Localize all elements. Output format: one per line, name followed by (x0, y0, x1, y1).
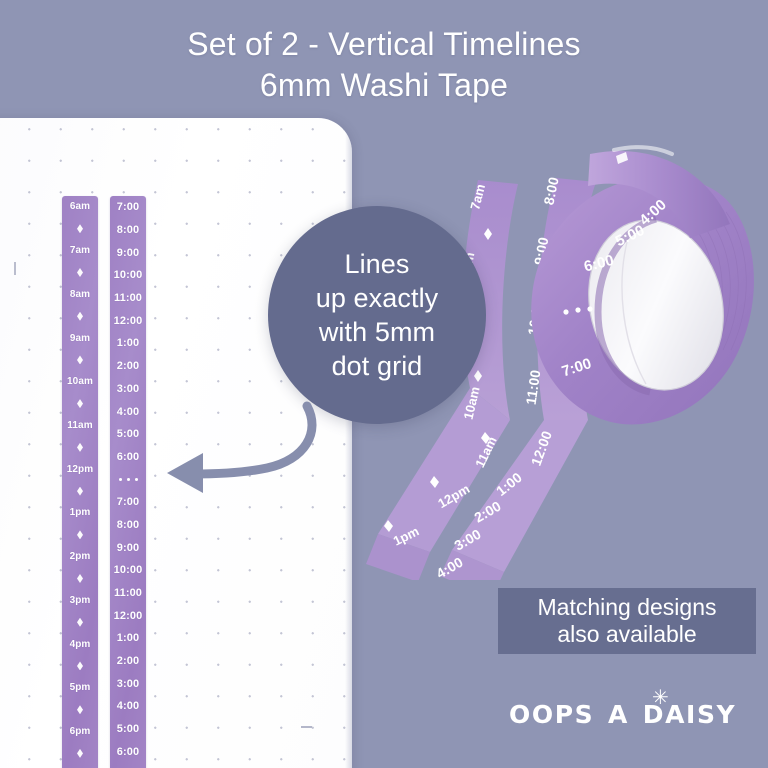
washi-cell-number: 8:00 (116, 224, 140, 237)
washi-cell-number: 7:00 (116, 496, 140, 509)
washi-cell-number: 2:00 (116, 655, 140, 668)
washi-cell-diamond (62, 218, 98, 240)
svg-text:7am: 7am (467, 182, 488, 211)
washi-cell-label: 1pm (69, 507, 91, 519)
curved-arrow-icon (155, 398, 345, 502)
dot-grid (0, 118, 352, 768)
washi-cell-label: 7pm (62, 764, 98, 768)
washi-cell-label: 10am (67, 376, 93, 388)
callout-badge: Lines up exactly with 5mm dot grid (268, 206, 486, 424)
diamond-icon (77, 748, 83, 758)
washi-cell-diamond (62, 393, 98, 415)
washi-cell-label: 6am (69, 201, 91, 213)
washi-cell-diamond (62, 436, 98, 458)
page-title: Set of 2 - Vertical Timelines 6mm Washi … (0, 0, 768, 106)
svg-text:6:00: 6:00 (582, 252, 615, 276)
svg-text:8:00: 8:00 (540, 175, 562, 206)
brand-logo: Oops a Daisy ✳ (509, 687, 741, 739)
washi-cell-number: 8:00 (116, 518, 140, 531)
washi-cell-diamond (62, 262, 98, 284)
washi-cell-diamond (62, 742, 98, 764)
washi-cell-diamond (62, 524, 98, 546)
washi-cell-number: 7:00 (116, 201, 140, 214)
washi-cell-label: 3pm (69, 594, 91, 606)
washi-cell-diamond (62, 480, 98, 502)
washi-cell-number: 4:00 (116, 405, 140, 418)
banner-line-1: Matching designs (537, 594, 717, 621)
washi-cell-label: 9am (69, 332, 91, 344)
diamond-icon (77, 530, 83, 540)
washi-cell-diamond (62, 568, 98, 590)
washi-strip-clock: 7:00 8:00 9:00 10:00 11:00 12:00 1:00 2:00 3:00 4… (110, 196, 146, 768)
washi-cell-number: 11:00 (113, 292, 143, 305)
washi-cell-diamond (62, 699, 98, 721)
title-line-2: 6mm Washi Tape (259, 66, 509, 103)
diamond-icon (77, 224, 83, 234)
washi-cell-label: 5pm (69, 682, 91, 694)
page-dash-mark-right (301, 726, 312, 728)
washi-strip-ampm: 6am 7am 8am 9am 10am 11am 12pm 1pm 2pm 3pm 4pm 5pm 6… (62, 196, 98, 768)
washi-cell-number: 4:00 (116, 700, 140, 713)
washi-cell-number: 5:00 (116, 428, 140, 441)
washi-cell-number: 11:00 (113, 587, 143, 600)
washi-cell-label: 2pm (69, 551, 91, 563)
washi-cell-number: 12:00 (113, 609, 143, 622)
washi-cell-number: 3:00 (116, 677, 140, 690)
washi-cell-label: 8am (69, 288, 91, 300)
washi-cell-number: 1:00 (116, 337, 140, 350)
washi-cell-number: 10:00 (113, 564, 143, 577)
diamond-icon (77, 268, 83, 277)
diamond-icon (77, 486, 83, 496)
washi-cell-number: 9:00 (116, 246, 140, 259)
washi-cell-number: 6:00 (116, 450, 140, 463)
washi-cell-diamond (62, 305, 98, 327)
diamond-icon (77, 661, 83, 671)
diamond-icon (77, 617, 83, 627)
diamond-icon (77, 311, 83, 321)
diamond-icon (77, 399, 83, 409)
washi-cell-number: 1:00 (116, 632, 140, 645)
diamond-icon (77, 442, 83, 452)
banner-line-2: also available (557, 621, 697, 647)
washi-cell-label: 11am (67, 420, 93, 432)
callout-line-1: Lines (344, 248, 410, 279)
svg-text:10am: 10am (461, 385, 483, 421)
washi-cell-label: 12pm (66, 463, 94, 475)
matching-designs-banner: Matching designs also available (498, 588, 756, 654)
washi-cell-label: 6pm (69, 726, 91, 738)
washi-cell-number: 7:00 (110, 763, 146, 768)
ellipsis-icon (118, 478, 138, 482)
tape-roll: 4:00 5:00 6:00 7:00 (531, 145, 754, 425)
washi-cell-label: 4pm (69, 638, 91, 650)
diamond-icon (77, 574, 83, 584)
callout-line-4: dot grid (331, 351, 423, 382)
washi-cell-number: 3:00 (116, 382, 140, 395)
daisy-star-icon: ✳ (652, 687, 669, 709)
callout-line-3: with 5mm (318, 317, 436, 347)
brand-logo-text: Oops a Daisy (509, 692, 737, 732)
callout-line-2: up exactly (315, 282, 439, 313)
washi-cell-number: 2:00 (116, 360, 140, 373)
title-line-1: Set of 2 - Vertical Timelines (187, 26, 581, 62)
washi-cell-label: 7am (69, 245, 91, 257)
svg-text:11:00: 11:00 (523, 369, 544, 406)
notebook-page (0, 118, 352, 768)
washi-cell-number: 5:00 (116, 723, 140, 736)
washi-cell-diamond (62, 655, 98, 677)
diamond-icon (77, 355, 83, 365)
washi-cell-dots (110, 468, 146, 491)
page-tick-mark (14, 262, 16, 275)
washi-cell-number: 9:00 (116, 541, 140, 554)
washi-cell-number: 12:00 (113, 314, 143, 327)
washi-cell-diamond (62, 611, 98, 633)
washi-cell-diamond (62, 349, 98, 371)
washi-cell-number: 6:00 (116, 745, 140, 758)
callout-badge-text: Lines up exactly with 5mm dot grid (316, 247, 439, 383)
diamond-icon (77, 705, 83, 715)
washi-cell-number: 10:00 (113, 269, 143, 282)
